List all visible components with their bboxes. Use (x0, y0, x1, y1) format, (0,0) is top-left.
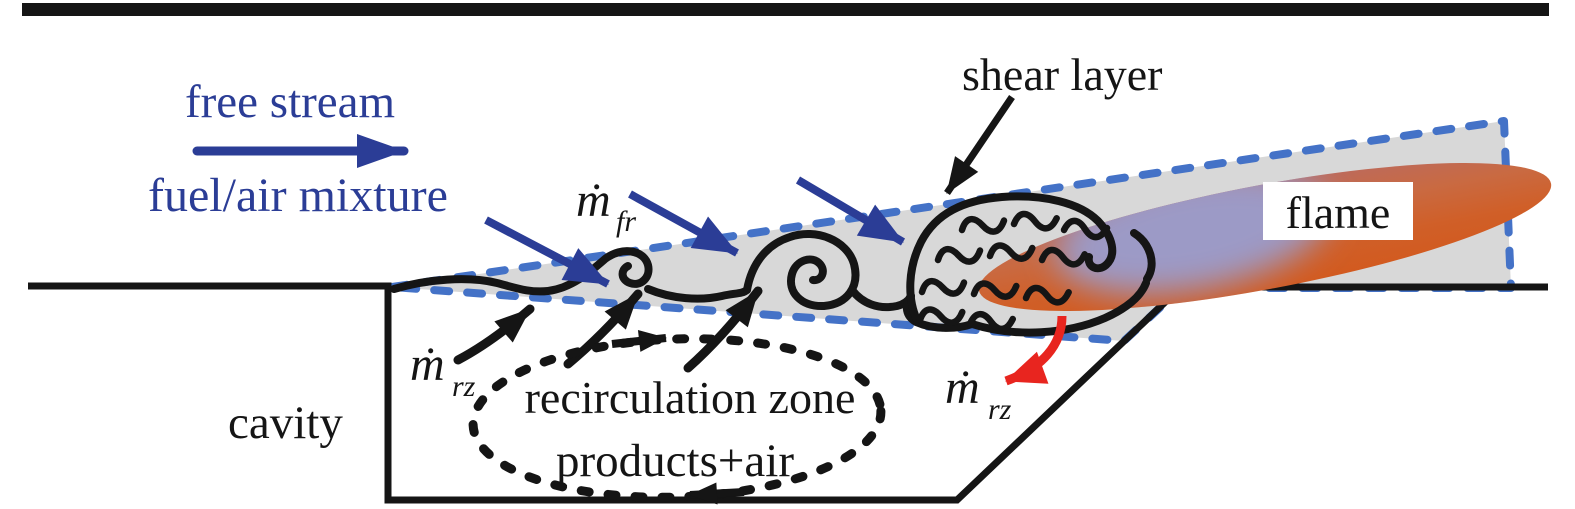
cavity-entrainment-arrow-1 (453, 304, 535, 365)
billow-right-hook (1130, 229, 1156, 283)
mdot-rz-out-subscript: rz (988, 393, 1012, 426)
mdot-fr-label: ṁ (576, 174, 611, 227)
freestream-entrainment-arrow-1 (484, 216, 610, 288)
flame-label-box (1263, 182, 1413, 240)
vortex-spiral-2 (743, 230, 860, 310)
freestream-entrainment-arrow-2 (628, 190, 739, 257)
billow-outline (906, 192, 1117, 324)
recirculation-arrowhead-top (611, 330, 667, 352)
mdot-rz-out-label: ṁ (945, 361, 980, 414)
vortex-wave-line (390, 192, 1156, 337)
recirculation-zone-label: recirculation zone (525, 372, 856, 423)
flame-label: flame (1286, 187, 1391, 238)
products-air-label: products+air (556, 435, 794, 487)
top-wall-bar (22, 3, 1549, 16)
cavity-entrainment-arrow-2 (563, 289, 643, 369)
recirculation-arrowhead-bottom (689, 482, 745, 505)
mdot-rz-cavity-label: ṁ (410, 338, 445, 391)
freestream-entrainment-arrow-3 (795, 176, 906, 246)
freestream-entrainment-arrows (484, 176, 906, 288)
recirculation-ellipse (468, 334, 886, 502)
cavity-entrainment-arrow-3 (683, 286, 763, 373)
rz-mass-exchange-arrow (1004, 315, 1067, 386)
cavity-label: cavity (228, 397, 343, 449)
shear-layer-pointer-arrow (944, 95, 1015, 195)
fuel-air-label: fuel/air mixture (148, 169, 448, 222)
mdot-fr-subscript: fr (616, 205, 636, 238)
shear-layer-label: shear layer (962, 49, 1163, 100)
cavity-entrainment-arrows (453, 286, 763, 373)
mdot-rz-cavity-subscript: rz (452, 370, 476, 403)
under-flame-curve (968, 279, 1150, 337)
free-stream-label: free stream (185, 76, 395, 128)
